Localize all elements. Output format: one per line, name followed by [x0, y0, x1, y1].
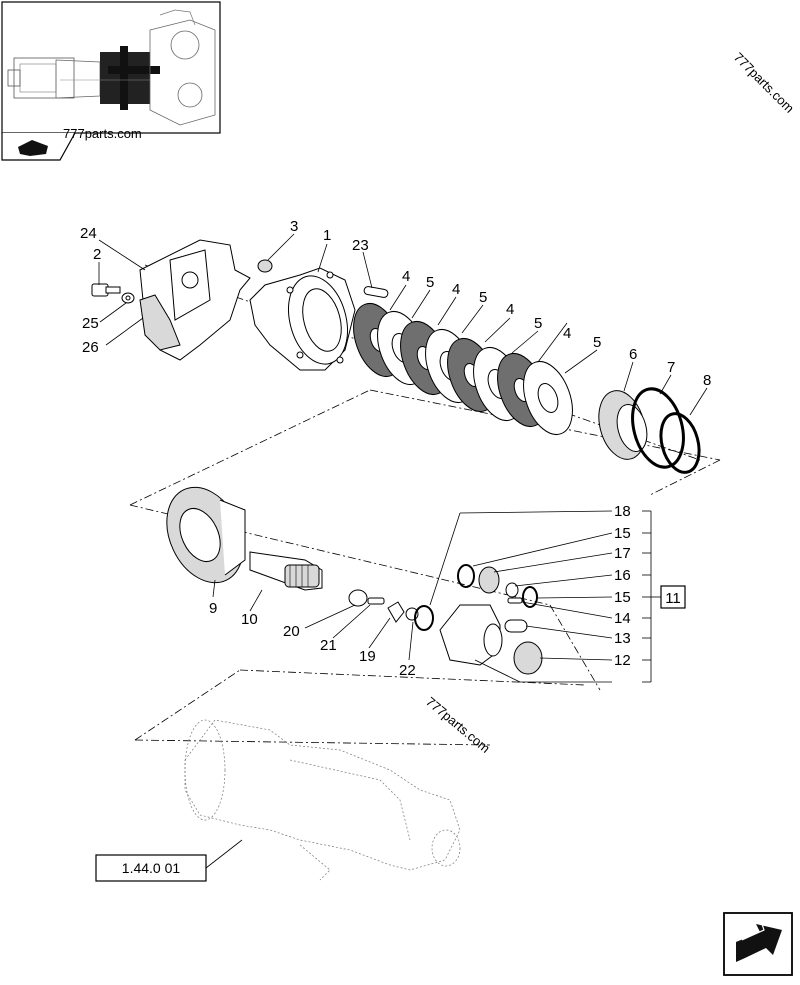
callout-22: 22 — [399, 662, 416, 679]
callout-16: 16 — [614, 567, 631, 584]
callout-14: 14 — [614, 610, 631, 627]
planet-gear-17 — [478, 566, 500, 594]
callout-13: 13 — [614, 630, 631, 647]
axle-housing-outline — [134, 669, 586, 881]
callout-12: 12 — [614, 652, 631, 669]
next-page-arrow-icon[interactable] — [723, 912, 793, 976]
callout-10: 10 — [241, 611, 258, 628]
pin-21 — [367, 597, 385, 605]
bearing-carrier — [166, 486, 246, 584]
reference-label: 1.44.0 01 — [122, 860, 181, 876]
callout-24: 24 — [80, 225, 97, 242]
callout-5: 5 — [479, 289, 487, 306]
watermark-top-left: 777parts.com — [63, 126, 142, 141]
steel-disc — [523, 361, 573, 435]
seal-ring-7 — [631, 387, 685, 469]
callout-5: 5 — [593, 334, 601, 351]
differential-case — [439, 604, 503, 666]
callout-4: 4 — [452, 281, 460, 298]
snap-ring — [414, 605, 434, 631]
callout-1: 1 — [323, 227, 331, 244]
axle-thumbnail-icon[interactable] — [1, 1, 221, 161]
callout-4: 4 — [402, 268, 410, 285]
watermark-top-right: 777parts.com — [731, 50, 797, 116]
half-shaft — [249, 551, 323, 591]
snap-ring-15-bottom — [522, 586, 538, 608]
callout-19: 19 — [359, 648, 376, 665]
callout-7: 7 — [667, 359, 675, 376]
reference-link[interactable]: 1.44.0 01 — [95, 839, 243, 882]
lock-plate-19 — [387, 601, 405, 623]
callout-15: 15 — [614, 525, 631, 542]
callout-9: 9 — [209, 600, 217, 617]
pin-14 — [507, 597, 523, 604]
seal-ring-8 — [659, 412, 701, 474]
callout-3: 3 — [290, 218, 298, 235]
callout-15: 15 — [614, 589, 631, 606]
book-icon — [18, 137, 48, 156]
callout-5: 5 — [534, 315, 542, 332]
snap-ring-15-top — [457, 564, 475, 588]
side-gear — [513, 641, 543, 675]
callout-8: 8 — [703, 372, 711, 389]
callout-21: 21 — [320, 637, 337, 654]
callout-18: 18 — [614, 503, 631, 520]
thrust-washer-20 — [348, 589, 368, 607]
spider-shaft — [504, 619, 528, 633]
callout-4: 4 — [563, 325, 571, 342]
callout-5: 5 — [426, 274, 434, 291]
watermark-center: 777parts.com — [423, 694, 493, 756]
callout-2: 2 — [93, 246, 101, 263]
bolt — [91, 283, 121, 297]
callout-11: 11 — [665, 590, 681, 607]
callout-20: 20 — [283, 623, 300, 640]
callout-4: 4 — [506, 301, 514, 318]
washer-16 — [505, 582, 519, 598]
callout-17: 17 — [614, 545, 631, 562]
pin — [363, 286, 389, 298]
plug — [257, 259, 273, 273]
callout-26: 26 — [82, 339, 99, 356]
assembly-box-11 — [660, 585, 686, 609]
brake-housing — [249, 267, 356, 371]
bracket — [139, 294, 181, 351]
callout-23: 23 — [352, 237, 369, 254]
callout-6: 6 — [629, 346, 637, 363]
callout-25: 25 — [82, 315, 99, 332]
